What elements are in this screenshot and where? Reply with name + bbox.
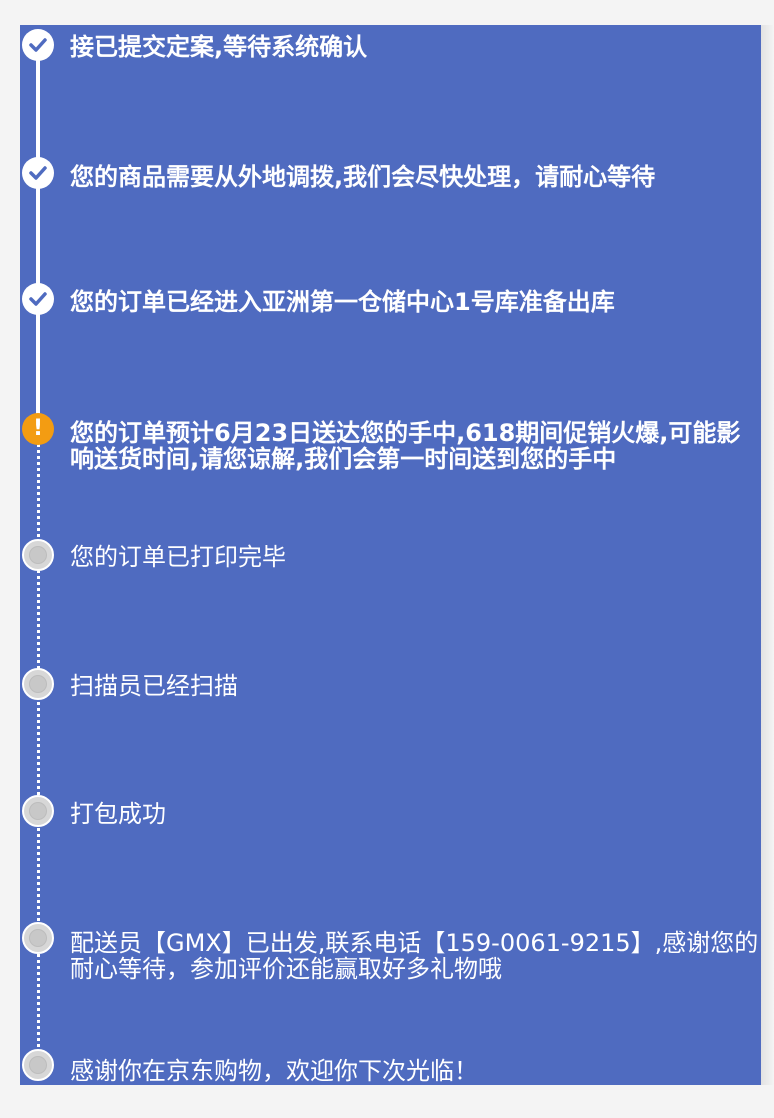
timeline-line-completed bbox=[36, 45, 40, 437]
timeline-item-text: 打包成功 bbox=[70, 800, 166, 828]
check-circle-icon bbox=[22, 283, 54, 315]
circle-icon bbox=[22, 668, 54, 700]
circle-icon bbox=[22, 922, 54, 954]
circle-icon bbox=[22, 1049, 54, 1081]
timeline-line-pending bbox=[37, 437, 40, 1065]
circle-icon bbox=[22, 795, 54, 827]
timeline: 接已提交定案,等待系统确认 您的商品需要从外地调拨,我们会尽快处理，请耐心等待 … bbox=[20, 25, 761, 1085]
timeline-item-text: 您的订单预计6月23日送达您的手中,618期间促销火爆,可能影响送货时间,请您谅… bbox=[70, 419, 741, 473]
timeline-item-text: 您的订单已经进入亚洲第一仓储中心1号库准备出库 bbox=[70, 288, 615, 316]
order-tracking-panel: 接已提交定案,等待系统确认 您的商品需要从外地调拨,我们会尽快处理，请耐心等待 … bbox=[20, 25, 761, 1085]
exclamation-circle-icon: ! bbox=[22, 413, 54, 445]
timeline-item-text: 感谢你在京东购物，欢迎你下次光临！ bbox=[70, 1057, 478, 1085]
check-circle-icon bbox=[22, 157, 54, 189]
timeline-item-text: 您的订单已打印完毕 bbox=[70, 543, 286, 571]
panel-shadow bbox=[761, 25, 774, 1085]
timeline-item-text: 配送员【GMX】已出发,联系电话【159-0061-9215】,感谢您的耐心等待… bbox=[70, 929, 759, 983]
timeline-item-text: 您的商品需要从外地调拨,我们会尽快处理，请耐心等待 bbox=[70, 163, 656, 191]
timeline-item-text: 扫描员已经扫描 bbox=[70, 672, 238, 700]
circle-icon bbox=[22, 539, 54, 571]
timeline-item-text: 接已提交定案,等待系统确认 bbox=[70, 33, 368, 61]
check-circle-icon bbox=[22, 29, 54, 61]
